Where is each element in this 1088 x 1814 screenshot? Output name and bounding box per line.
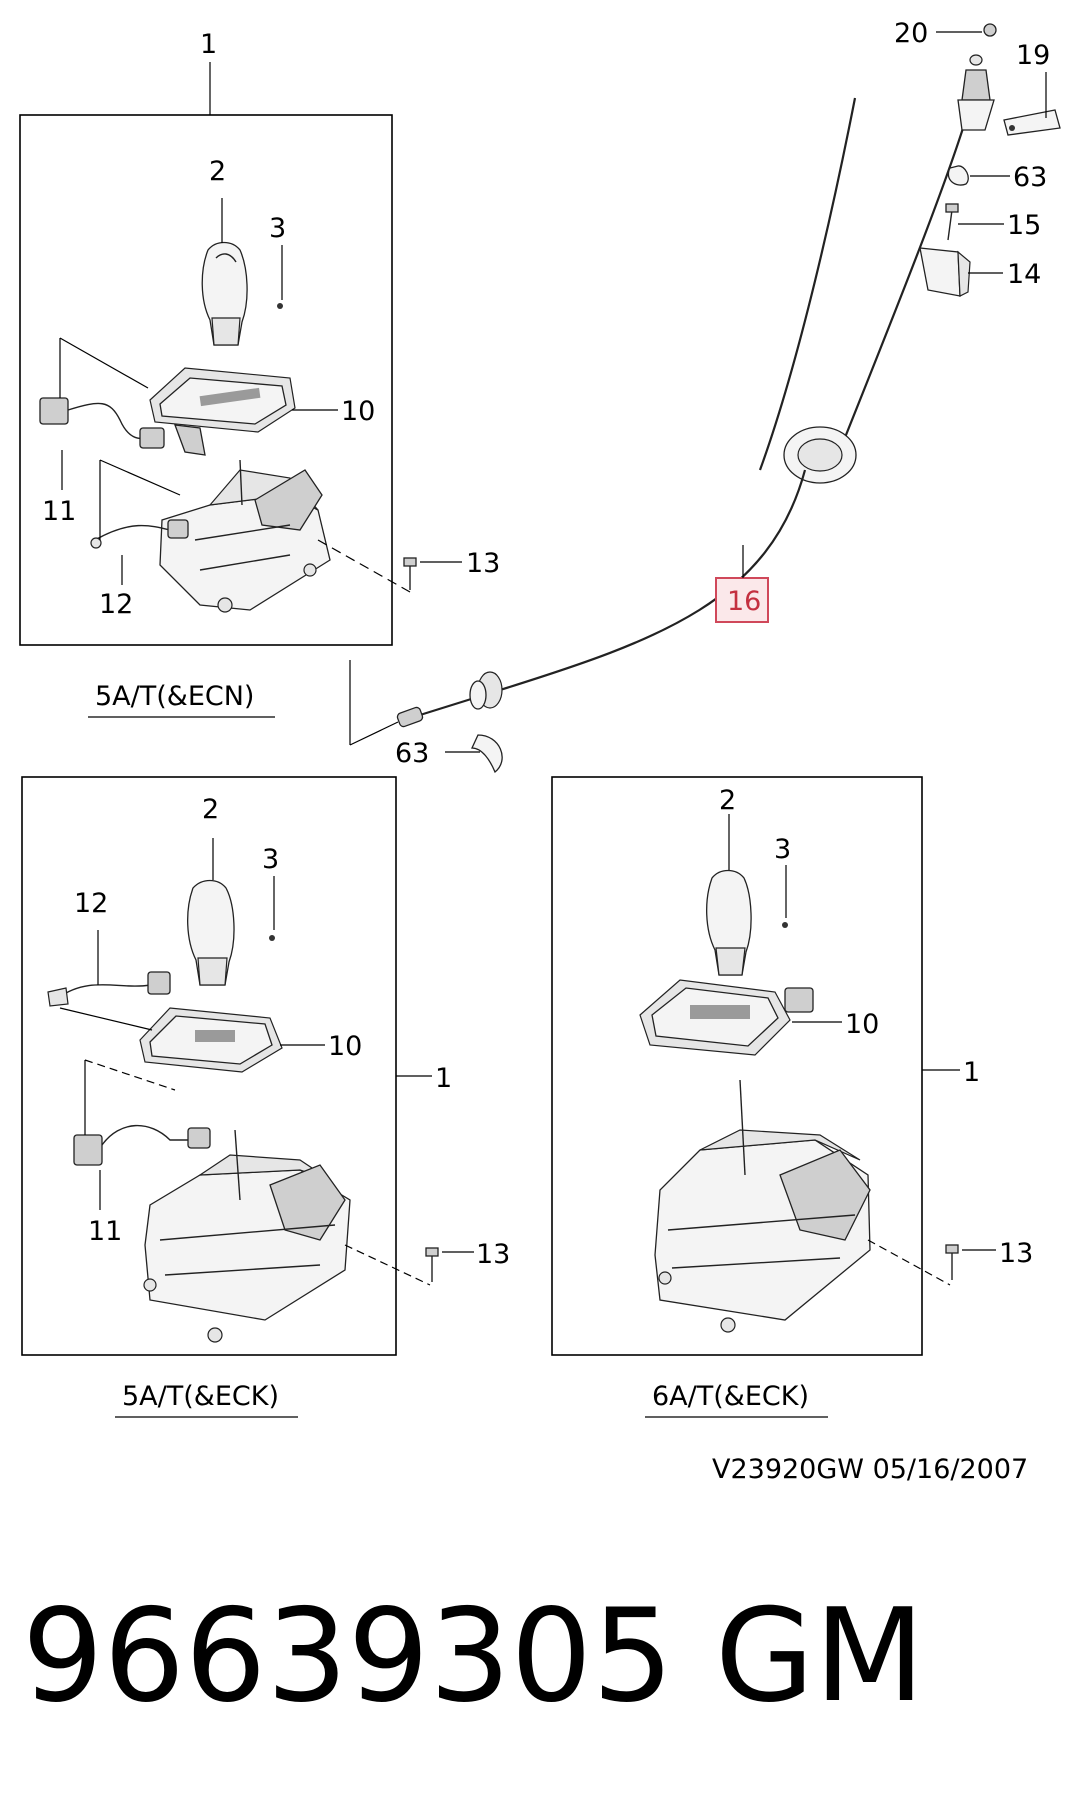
bolt-13 xyxy=(945,1244,959,1280)
leader-line xyxy=(317,539,411,593)
cable-end-lower xyxy=(396,706,424,728)
shifter-base xyxy=(159,459,331,613)
assembly-frame xyxy=(21,776,397,1356)
bolt-13 xyxy=(425,1247,439,1282)
leader-line xyxy=(59,337,149,389)
callout-19: 19 xyxy=(1016,40,1050,71)
leader-line xyxy=(349,721,399,746)
callout-63: 63 xyxy=(1013,162,1047,193)
shift-knob xyxy=(187,879,235,986)
screw xyxy=(277,303,283,309)
assembly-frame xyxy=(19,114,393,646)
callout-2: 2 xyxy=(209,156,226,187)
callout-11: 11 xyxy=(42,496,76,527)
callout-10: 10 xyxy=(845,1009,879,1040)
indicator-plate xyxy=(149,367,296,456)
cable-grommet xyxy=(783,426,857,484)
callout-13: 13 xyxy=(476,1239,510,1270)
assembly-caption: 6A/T(&ECK) xyxy=(652,1381,809,1412)
screw xyxy=(269,935,275,941)
bracket-14 xyxy=(919,247,971,297)
assembly-5at-ecn: 1 2 3 10 xyxy=(19,29,500,718)
indicator-plate xyxy=(639,979,814,1056)
callout-10: 10 xyxy=(341,396,375,427)
callout-16: 16 xyxy=(727,586,761,617)
callout-10: 10 xyxy=(328,1031,362,1062)
bolt-15 xyxy=(945,203,959,241)
brand-name: GM xyxy=(715,1582,925,1731)
callout-3: 3 xyxy=(262,844,279,875)
leader-line xyxy=(59,1007,153,1031)
screw xyxy=(782,922,788,928)
diagram-reference: V23920GW 05/16/2007 xyxy=(712,1454,1028,1485)
leader-line xyxy=(99,459,181,496)
leader-line xyxy=(867,1239,951,1286)
leader-line xyxy=(84,1059,176,1091)
callout-63: 63 xyxy=(395,738,429,769)
shift-cable-assembly: 16 63 20 19 63 xyxy=(349,18,1061,774)
assembly-6at-eck: 1 2 3 10 xyxy=(551,776,1033,1418)
shifter-base xyxy=(654,1079,871,1333)
callout-1: 1 xyxy=(963,1057,980,1088)
cable-end-upper xyxy=(957,54,995,131)
shift-cable xyxy=(758,97,857,471)
nut-20 xyxy=(983,23,997,37)
shift-cable xyxy=(499,469,807,692)
shifter-base xyxy=(143,1129,351,1343)
cable-clip-lower xyxy=(470,734,503,774)
shift-knob xyxy=(201,241,248,346)
callout-3: 3 xyxy=(269,213,286,244)
callout-2: 2 xyxy=(202,794,219,825)
indicator-plate xyxy=(139,1007,283,1073)
shift-knob xyxy=(706,869,752,976)
assembly-5at-eck: 1 2 3 10 12 11 xyxy=(21,776,510,1418)
cable-fitting xyxy=(469,671,503,710)
part-number: 96639305 xyxy=(22,1582,674,1731)
wire-harness-11 xyxy=(73,1124,211,1166)
callout-12: 12 xyxy=(99,589,133,620)
callout-2: 2 xyxy=(719,785,736,816)
callout-12: 12 xyxy=(74,888,108,919)
callout-14: 14 xyxy=(1007,259,1041,290)
bolt-13 xyxy=(403,557,417,590)
callout-3: 3 xyxy=(774,834,791,865)
callout-20: 20 xyxy=(894,18,928,49)
bracket-19 xyxy=(1003,109,1061,136)
assembly-caption: 5A/T(&ECN) xyxy=(95,681,254,712)
leader-line xyxy=(344,1244,431,1286)
callout-11: 11 xyxy=(88,1216,122,1247)
callout-15: 15 xyxy=(1007,210,1041,241)
assembly-frame xyxy=(551,776,923,1356)
callout-13: 13 xyxy=(999,1238,1033,1269)
wire-harness-12 xyxy=(47,971,171,1007)
callout-13: 13 xyxy=(466,548,500,579)
wire-harness-11 xyxy=(39,397,165,449)
highlight-box xyxy=(715,577,769,623)
cable-clip-upper xyxy=(947,165,969,186)
callout-1: 1 xyxy=(200,29,217,60)
callout-1: 1 xyxy=(435,1063,452,1094)
wire-harness-12 xyxy=(90,519,189,549)
assembly-caption: 5A/T(&ECK) xyxy=(122,1381,279,1412)
